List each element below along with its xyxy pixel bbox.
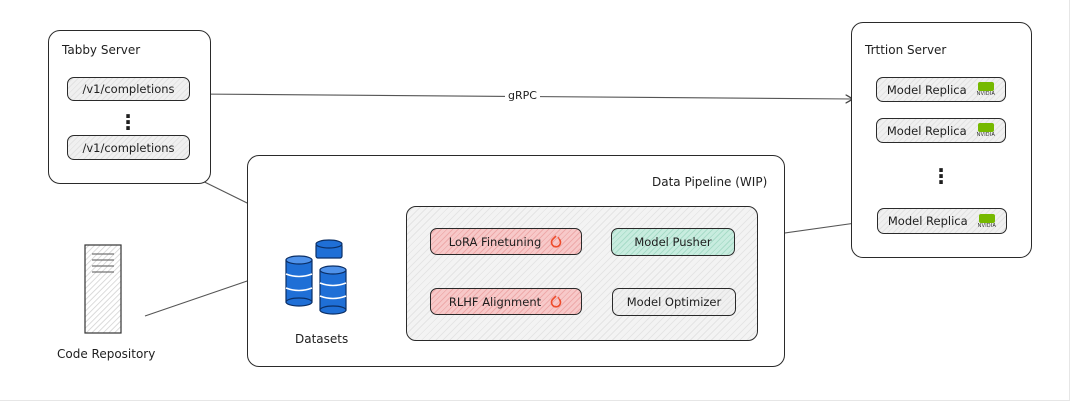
tabby-server-title: Tabby Server xyxy=(62,43,141,57)
pytorch-icon xyxy=(550,234,562,248)
model-replica-label: Model Replica xyxy=(886,82,967,97)
grpc-label: gRPC xyxy=(505,89,540,102)
model-replica-label: Model Replica xyxy=(886,123,967,138)
rlhf-alignment-step[interactable]: RLHF Alignment xyxy=(430,288,582,315)
lora-finetuning-step[interactable]: LoRA Finetuning xyxy=(430,228,582,255)
data-pipeline-title: Data Pipeline (WIP) xyxy=(652,175,768,189)
datasets-label: Datasets xyxy=(295,332,349,346)
database-icon xyxy=(285,239,347,315)
ellipsis-icon: ··· xyxy=(124,104,132,140)
training-stage-panel xyxy=(406,206,758,341)
code-repository-label: Code Repository xyxy=(57,347,156,361)
lora-finetuning-label: LoRA Finetuning xyxy=(448,234,542,249)
completions-endpoint-2[interactable]: /v1/completions xyxy=(67,135,190,160)
nvidia-icon: NVIDIA xyxy=(977,82,995,97)
triton-server-title: Trttion Server xyxy=(865,43,947,57)
model-replica-label: Model Replica xyxy=(887,214,968,228)
model-replica-3[interactable]: Model Replica NVIDIA xyxy=(877,208,1007,234)
triton-server-box: Trttion Server Model Replica NVIDIA Mode… xyxy=(851,22,1032,258)
rlhf-alignment-label: RLHF Alignment xyxy=(448,294,542,309)
model-pusher-step[interactable]: Model Pusher xyxy=(611,228,735,256)
model-replica-2[interactable]: Model Replica NVIDIA xyxy=(876,118,1006,143)
nvidia-icon: NVIDIA xyxy=(978,213,996,229)
pytorch-icon xyxy=(550,294,562,308)
completions-endpoint-1[interactable]: /v1/completions xyxy=(67,77,190,101)
tabby-server-box: Tabby Server /v1/completions ··· /v1/com… xyxy=(48,30,211,184)
model-optimizer-step[interactable]: Model Optimizer xyxy=(612,288,736,316)
ellipsis-icon: ··· xyxy=(937,158,945,194)
model-replica-1[interactable]: Model Replica NVIDIA xyxy=(876,77,1006,102)
nvidia-icon: NVIDIA xyxy=(977,123,995,138)
server-rack-icon xyxy=(84,244,122,334)
